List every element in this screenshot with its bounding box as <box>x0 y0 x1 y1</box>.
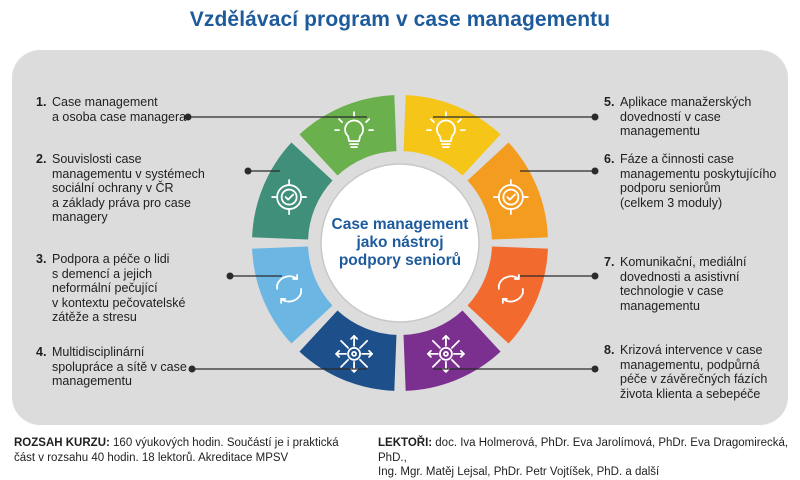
lecturers-label: LEKTOŘI: <box>378 437 433 449</box>
module-item-1: 1. Case management a osoba case managera <box>36 95 236 124</box>
module-number: 6. <box>604 152 615 166</box>
module-label: Aplikace manažerských dovedností v case … <box>620 95 752 138</box>
connector-dot-4 <box>188 365 196 373</box>
module-label: Case management a osoba case managera <box>52 95 187 124</box>
course-scope-text: 160 výukových hodin. Součástí je i prakt… <box>14 437 339 464</box>
module-number: 1. <box>36 95 47 109</box>
module-item-4: 4. Multidisciplinární spolupráce a sítě … <box>36 345 236 389</box>
center-circle <box>320 163 480 323</box>
cycle-arrows-icon <box>497 274 524 304</box>
course-scope: ROZSAH KURZU: 160 výukových hodin. Součá… <box>14 436 374 465</box>
module-item-2: 2. Souvislosti case managementu v systém… <box>36 152 236 225</box>
page-title: Vzdělávací program v case managementu <box>189 8 611 31</box>
connector-dot-3 <box>226 272 234 280</box>
module-number: 4. <box>36 345 47 359</box>
module-number: 2. <box>36 152 47 166</box>
connector-dot-8 <box>591 365 599 373</box>
course-scope-label: ROZSAH KURZU: <box>14 437 110 449</box>
module-number: 7. <box>604 255 615 269</box>
target-icon <box>492 179 529 215</box>
module-item-6: 6. Fáze a činnosti case managementu posk… <box>604 152 784 210</box>
module-label: Fáze a činnosti case managementu poskytu… <box>620 152 777 210</box>
module-item-8: 8. Krizová intervence v case managementu… <box>604 343 784 401</box>
connector-dot-7 <box>591 272 599 280</box>
lightbulb-icon <box>334 111 374 149</box>
module-label: Podpora a péče o lidi s demencí a jejich… <box>52 252 186 324</box>
connector-dot-6 <box>591 167 599 175</box>
lightbulb-icon <box>426 111 466 149</box>
center-label: Case management jako nástroj podpory sen… <box>331 216 469 269</box>
module-label: Krizová intervence v case managementu, p… <box>620 343 768 401</box>
connector-dot-2 <box>244 167 252 175</box>
module-item-7: 7. Komunikační, mediální dovednosti a as… <box>604 255 784 313</box>
lecturers-text: doc. Iva Holmerová, PhDr. Eva Jarolímová… <box>378 437 789 478</box>
ring-segment-4 <box>467 246 548 344</box>
module-item-5: 5. Aplikace manažerských dovedností v ca… <box>604 95 784 139</box>
target-icon <box>271 179 308 215</box>
connector-dot-5 <box>591 113 599 121</box>
cycle-arrows-icon <box>276 274 303 304</box>
connector-dot-1 <box>184 113 192 121</box>
module-label: Souvislosti case managementu v systémech… <box>52 152 205 224</box>
ring-segment-7 <box>252 246 333 344</box>
module-number: 3. <box>36 252 47 266</box>
module-item-3: 3. Podpora a péče o lidi s demencí a jej… <box>36 252 236 325</box>
gear-network-icon <box>427 334 465 373</box>
module-number: 5. <box>604 95 615 109</box>
gear-network-icon <box>335 334 373 373</box>
module-label: Komunikační, mediální dovednosti a asist… <box>620 255 747 313</box>
module-number: 8. <box>604 343 615 357</box>
module-label: Multidisciplinární spolupráce a sítě v c… <box>52 345 187 388</box>
lecturers: LEKTOŘI: doc. Iva Holmerová, PhDr. Eva J… <box>378 436 790 480</box>
